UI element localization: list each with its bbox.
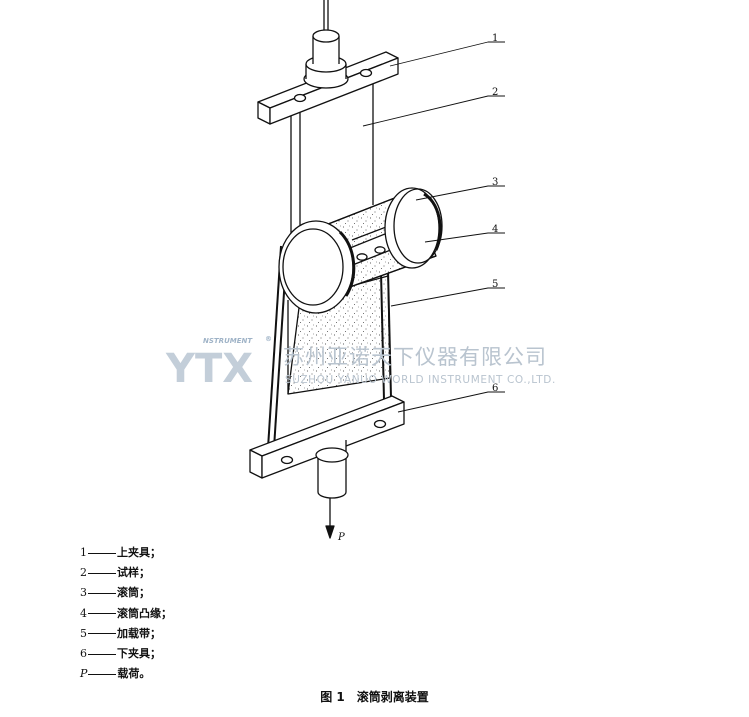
legend-text: 上夹具； xyxy=(117,546,161,559)
callout-4: 4 xyxy=(492,224,498,235)
watermark-logo-mark: ® xyxy=(265,335,272,343)
watermark-logo-small: NSTRUMENT xyxy=(203,337,253,345)
legend-key: 3 xyxy=(80,586,87,600)
legend-item: P 载荷。 xyxy=(80,664,172,684)
legend-key: 6 xyxy=(80,647,87,661)
legend-text: 滚筒凸缘； xyxy=(117,606,172,620)
figure-title: 滚筒剥离装置 xyxy=(356,690,429,704)
upper-clamp xyxy=(257,29,399,125)
legend-item: 6 下夹具； xyxy=(80,644,172,664)
legend-key: 4 xyxy=(80,606,87,620)
leader-lines xyxy=(362,41,505,413)
legend-dash xyxy=(88,613,116,615)
legend-item: 4 滚筒凸缘； xyxy=(80,604,172,624)
legend-text: 滚筒； xyxy=(117,586,150,600)
callout-3: 3 xyxy=(492,177,498,188)
legend-dash xyxy=(88,572,116,574)
legend-item: 3 滚筒； xyxy=(80,583,172,603)
force-label: P xyxy=(337,532,345,543)
watermark-company-en: SUZHOU YANUO WORLD INSTRUMENT CO.,LTD. xyxy=(285,374,556,386)
legend-text: 下夹具； xyxy=(117,647,161,661)
legend-text: 载荷。 xyxy=(117,667,151,681)
callout-6: 6 xyxy=(492,383,498,394)
legend-item: 5 加载带； xyxy=(80,624,172,644)
drum-flange-front xyxy=(278,220,356,314)
legend-key: 2 xyxy=(80,566,87,580)
watermark-logo: YTX xyxy=(165,346,253,392)
lower-clamp xyxy=(249,395,405,499)
legend-dash xyxy=(88,592,116,594)
figure-caption: 图 1 滚筒剥离装置 xyxy=(0,688,749,705)
legend-key: P xyxy=(80,667,88,681)
legend: 1 上夹具； 2 试样； 3 滚筒； 4 滚筒凸缘； 5 加载带； 6 下夹具； P 载荷。 xyxy=(80,543,172,684)
figure-number: 图 1 xyxy=(320,690,345,704)
legend-key: 1 xyxy=(80,546,87,559)
watermark: YTX NSTRUMENT ® 苏州亚诺天下仪器有限公司 SUZHOU YANU… xyxy=(165,335,556,392)
legend-text: 试样； xyxy=(117,566,150,580)
upper-pull-rod xyxy=(323,0,329,30)
load-arrow xyxy=(325,498,335,539)
legend-dash xyxy=(88,653,116,655)
legend-item: 2 试样； xyxy=(80,563,172,583)
legend-dash xyxy=(88,673,117,675)
legend-dash xyxy=(88,633,116,635)
loading-strap-right xyxy=(380,269,392,401)
legend-item: 1 上夹具； xyxy=(80,543,172,563)
legend-dash xyxy=(88,552,116,554)
legend-text: 加载带； xyxy=(117,626,161,640)
watermark-company-cn: 苏州亚诺天下仪器有限公司 xyxy=(283,345,547,369)
callout-1: 1 xyxy=(492,33,498,44)
callout-5: 5 xyxy=(492,279,498,290)
specimen-strip xyxy=(290,76,374,238)
legend-key: 5 xyxy=(80,626,87,640)
callout-2: 2 xyxy=(492,87,498,98)
